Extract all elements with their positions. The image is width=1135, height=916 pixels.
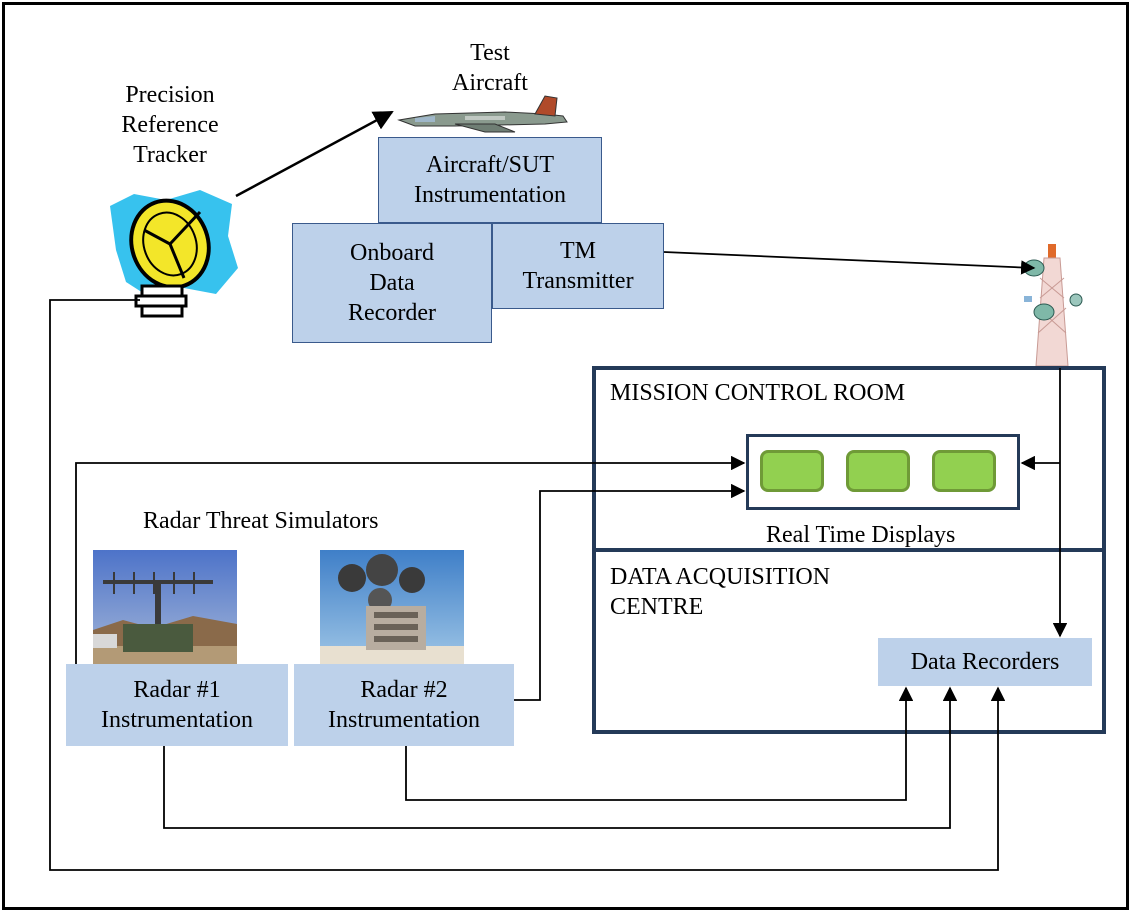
data-acquisition-line-2: CENTRE — [610, 594, 704, 620]
data-acquisition-line-1: DATA ACQUISITION — [610, 564, 831, 590]
test-aircraft-line-2: Aircraft — [452, 70, 528, 96]
test-aircraft-line-1: Test — [470, 40, 510, 66]
display-screen-2 — [846, 450, 910, 492]
radar2-to-recorders-line — [405, 686, 914, 801]
mission-control-title: MISSION CONTROL ROOM — [610, 380, 906, 406]
onboard-recorder-line-1: Onboard — [350, 240, 434, 266]
data-recorders-label: Data Recorders — [910, 649, 1060, 675]
radar1-photo — [93, 550, 237, 664]
aircraft-sut-line-2: Instrumentation — [414, 182, 566, 208]
onboard-recorder-line-3: Recorder — [348, 300, 436, 326]
radar1-to-recorders-line — [163, 686, 958, 829]
radar1-instrumentation-box: Radar #1 Instrumentation — [66, 664, 288, 746]
tm-transmitter-box: TM Transmitter — [492, 223, 664, 309]
tracker-dish-icon — [110, 190, 238, 318]
radar2-line-1: Radar #2 — [360, 677, 448, 703]
radar1-to-displays-line — [75, 455, 746, 664]
data-acquisition-title: DATA ACQUISITION CENTRE — [610, 562, 830, 622]
onboard-recorder-box: Onboard Data Recorder — [292, 223, 492, 343]
tracker-to-aircraft-arrow — [235, 110, 394, 198]
precision-tracker-line-1: Precision — [125, 82, 215, 108]
radar-simulators-label: Radar Threat Simulators — [143, 508, 379, 534]
tm-transmitter-line-2: Transmitter — [522, 268, 634, 294]
test-aircraft-label: Test Aircraft — [440, 38, 540, 98]
radar2-line-2: Instrumentation — [328, 707, 480, 733]
telemetry-tower-icon — [1023, 244, 1083, 367]
precision-tracker-label: Precision Reference Tracker — [110, 80, 230, 170]
tm-to-tower-arrow — [663, 251, 1036, 275]
radar2-instrumentation-box: Radar #2 Instrumentation — [294, 664, 514, 746]
real-time-displays-label: Real Time Displays — [766, 522, 956, 548]
data-recorders-box: Data Recorders — [878, 638, 1092, 686]
display-screen-3 — [932, 450, 996, 492]
radar1-line-1: Radar #1 — [133, 677, 221, 703]
onboard-recorder-line-2: Data — [369, 270, 415, 296]
tracker-to-recorders-line — [49, 299, 1006, 871]
radar1-line-2: Instrumentation — [101, 707, 253, 733]
display-screen-1 — [760, 450, 824, 492]
precision-tracker-line-3: Tracker — [133, 142, 207, 168]
aircraft-icon — [397, 95, 568, 133]
aircraft-sut-box: Aircraft/SUT Instrumentation — [378, 137, 602, 223]
aircraft-sut-line-1: Aircraft/SUT — [426, 152, 554, 178]
radar2-to-displays-line — [514, 483, 746, 701]
precision-tracker-line-2: Reference — [121, 112, 219, 138]
tm-transmitter-line-1: TM — [560, 238, 596, 264]
radar2-photo — [320, 550, 464, 664]
